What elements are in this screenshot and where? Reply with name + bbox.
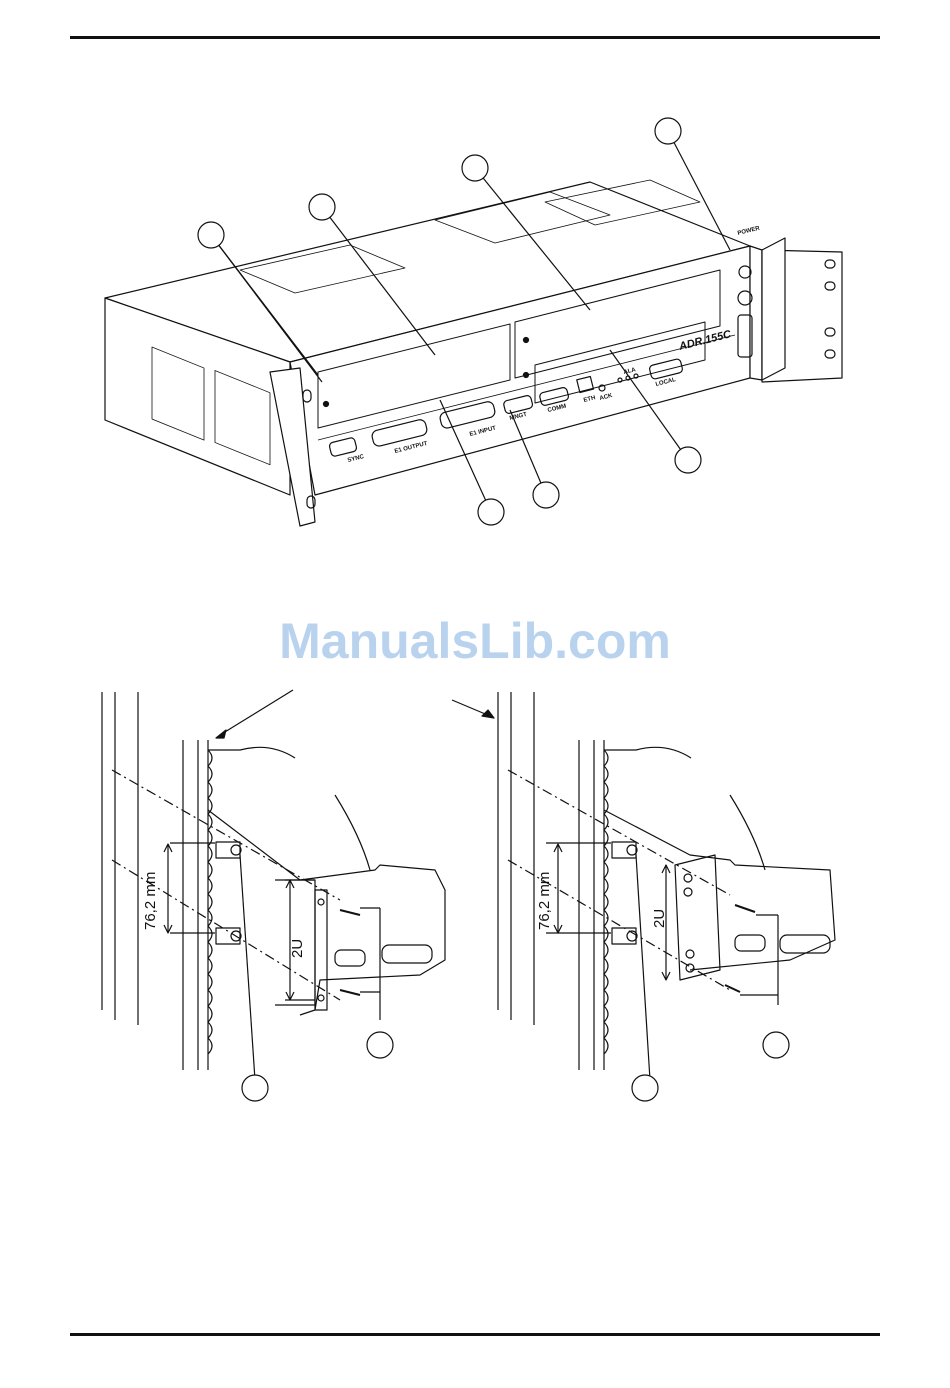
left-hole-pitch: 76,2 mm [142,872,159,930]
right-hole-pitch: 76,2 mm [536,872,553,930]
header-rule [70,36,880,39]
equipment-illustration: SYNC E1 OUTPUT E1 INPUT MNGT COMM ETH AC… [90,110,870,540]
watermark: ManualsLib.com [0,612,950,670]
right-height-units: 2U [651,909,668,928]
port-label-power: POWER [737,225,761,236]
rack-mount-illustration: 76,2 mm 2U 76,2 mm 2U [90,680,870,1120]
footer-rule [70,1333,880,1336]
left-height-units: 2U [289,939,306,958]
